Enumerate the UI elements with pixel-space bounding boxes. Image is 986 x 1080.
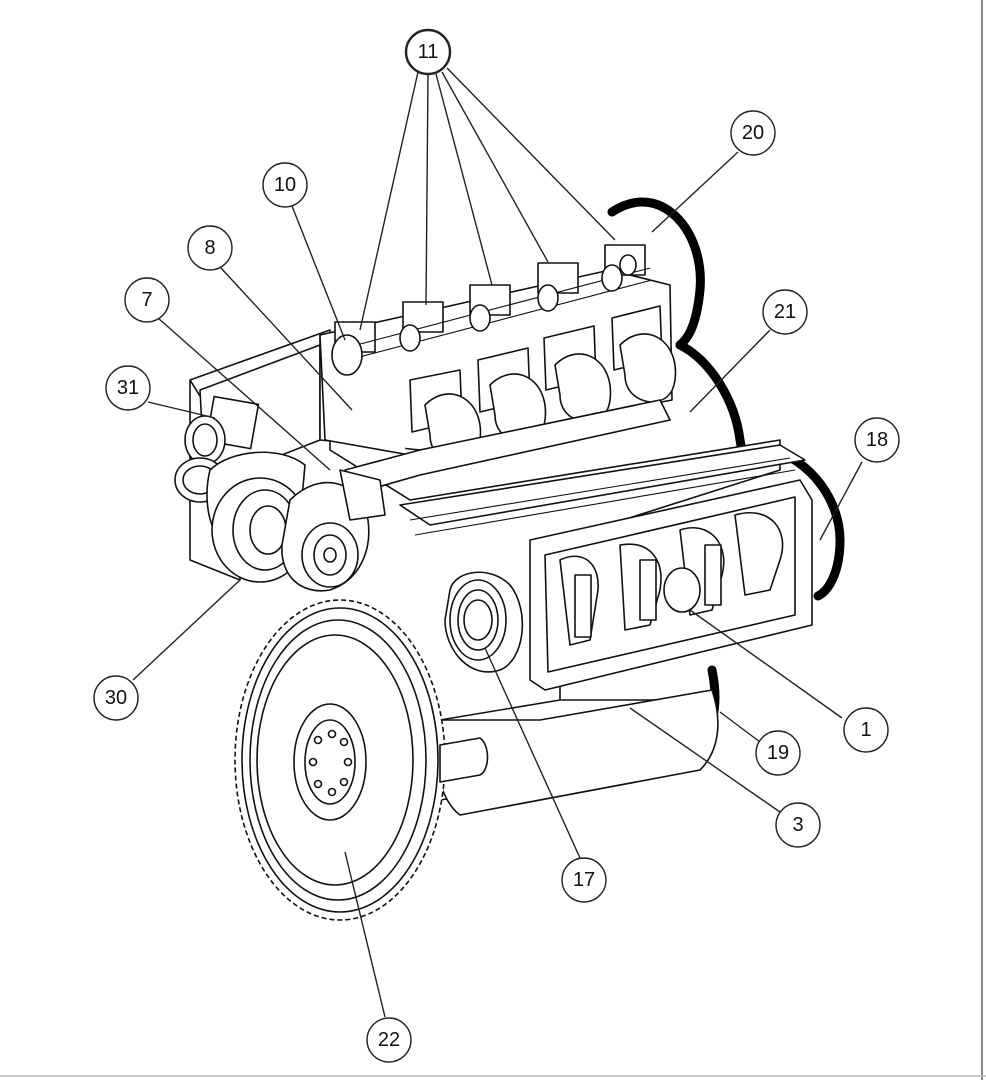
callout-label: 30 <box>105 687 127 709</box>
turbocharger <box>174 395 386 592</box>
callout-label: 1 <box>860 719 871 741</box>
callout-label: 21 <box>774 301 796 323</box>
callout-20: 20 <box>730 110 776 156</box>
engine-illustration <box>174 197 845 921</box>
callout-label: 20 <box>742 122 764 144</box>
engine-block <box>189 329 806 816</box>
callout-30: 30 <box>93 675 139 721</box>
callout-10: 10 <box>262 162 308 208</box>
callout-label: 10 <box>274 174 296 196</box>
callout-label: 22 <box>378 1029 400 1051</box>
callout-22: 22 <box>366 1017 412 1063</box>
callout-19: 19 <box>755 730 801 776</box>
callout-31: 31 <box>105 365 151 411</box>
callout-label: 31 <box>117 377 139 399</box>
callout-7: 7 <box>124 277 170 323</box>
leader-lines <box>132 67 863 1018</box>
crankshaft-housing <box>529 479 813 691</box>
callout-label: 7 <box>141 289 152 311</box>
callout-21: 21 <box>762 289 808 335</box>
flywheel <box>234 599 489 921</box>
callout-label: 17 <box>573 869 595 891</box>
callout-label: 8 <box>204 237 215 259</box>
callout-11: 11 <box>404 28 452 76</box>
callout-label: 11 <box>418 41 439 63</box>
callout-label: 18 <box>866 429 888 451</box>
callout-label: 3 <box>792 814 803 836</box>
callout-label: 19 <box>767 742 789 764</box>
callout-3: 3 <box>775 802 821 848</box>
callout-18: 18 <box>854 417 900 463</box>
callout-17: 17 <box>561 857 607 903</box>
callout-1: 1 <box>843 707 889 753</box>
exhaust-manifold <box>344 305 677 496</box>
callout-8: 8 <box>187 225 233 271</box>
front-seal-housing <box>444 571 524 673</box>
